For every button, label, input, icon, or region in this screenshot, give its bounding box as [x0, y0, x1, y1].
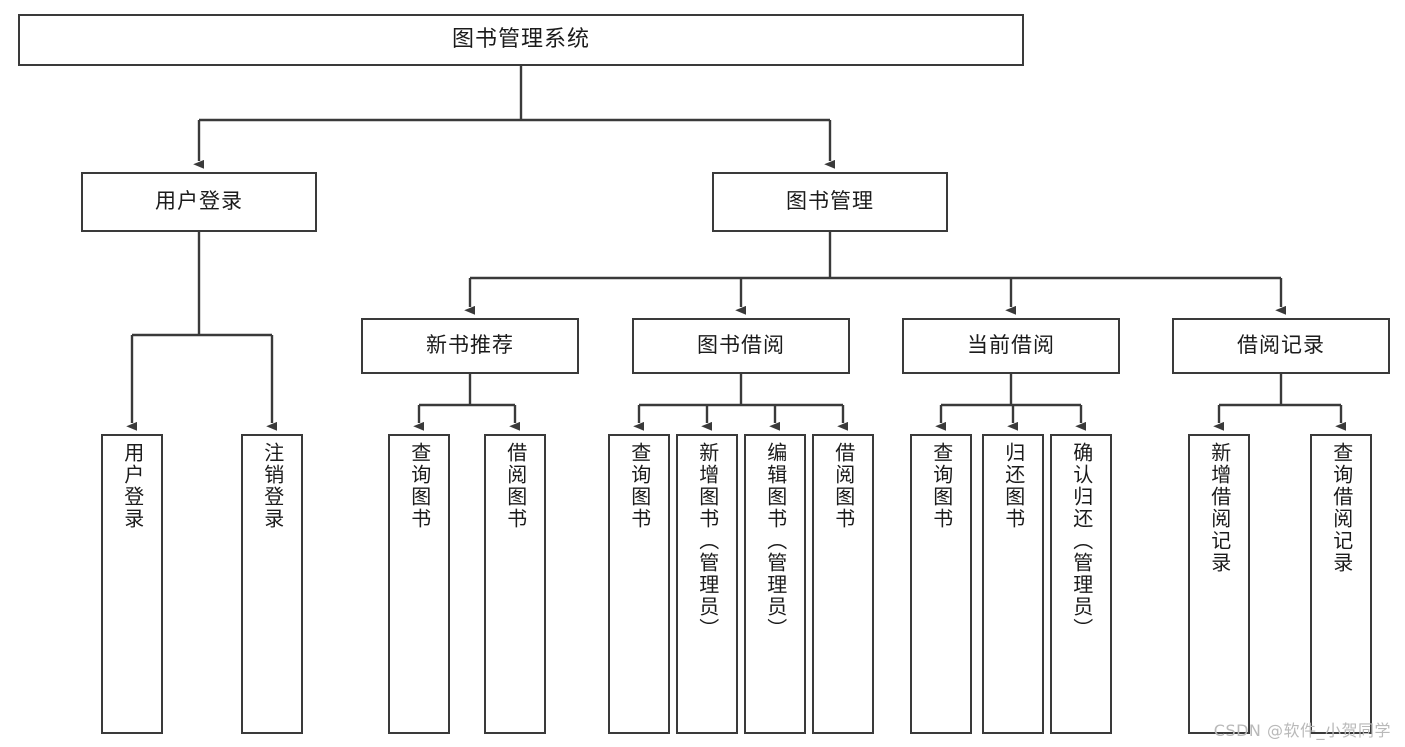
node-label: 新增图书（管理员） [695, 442, 720, 640]
node-label: 查询图书 [407, 442, 432, 530]
node-label: 图书管理 [786, 189, 874, 214]
node-label: 查询图书 [929, 442, 954, 530]
node-level3-1[interactable]: 图书借阅 [632, 318, 850, 374]
node-leaf-8[interactable]: 查询图书 [910, 434, 972, 734]
node-label: 归还图书 [1001, 442, 1026, 530]
node-leaf-12[interactable]: 查询借阅记录 [1310, 434, 1372, 734]
node-leaf-3[interactable]: 借阅图书 [484, 434, 546, 734]
node-level2-0[interactable]: 用户登录 [81, 172, 317, 232]
node-label: 新书推荐 [426, 333, 514, 358]
node-label: 用户登录 [120, 442, 145, 530]
node-root[interactable]: 图书管理系统 [18, 14, 1024, 66]
node-level3-2[interactable]: 当前借阅 [902, 318, 1120, 374]
node-label: 借阅图书 [503, 442, 528, 530]
node-label: 用户登录 [155, 189, 243, 214]
node-label: 编辑图书（管理员） [763, 442, 788, 640]
node-leaf-6[interactable]: 编辑图书（管理员） [744, 434, 806, 734]
node-label: 借阅记录 [1237, 333, 1325, 358]
node-label: 当前借阅 [967, 333, 1055, 358]
node-level3-3[interactable]: 借阅记录 [1172, 318, 1390, 374]
watermark: CSDN @软件_小贺同学 [1213, 721, 1391, 740]
node-level2-1[interactable]: 图书管理 [712, 172, 948, 232]
node-label: 查询借阅记录 [1329, 442, 1354, 574]
node-leaf-2[interactable]: 查询图书 [388, 434, 450, 734]
node-leaf-5[interactable]: 新增图书（管理员） [676, 434, 738, 734]
node-label: 新增借阅记录 [1207, 442, 1232, 574]
node-leaf-10[interactable]: 确认归还（管理员） [1050, 434, 1112, 734]
node-leaf-9[interactable]: 归还图书 [982, 434, 1044, 734]
node-label: 图书借阅 [697, 333, 785, 358]
node-level3-0[interactable]: 新书推荐 [361, 318, 579, 374]
node-leaf-1[interactable]: 注销登录 [241, 434, 303, 734]
node-label: 图书管理系统 [451, 26, 590, 52]
node-leaf-0[interactable]: 用户登录 [101, 434, 163, 734]
node-label: 确认归还（管理员） [1069, 442, 1094, 640]
node-label: 查询图书 [627, 442, 652, 530]
node-leaf-7[interactable]: 借阅图书 [812, 434, 874, 734]
node-label: 注销登录 [260, 442, 285, 530]
node-label: 借阅图书 [831, 442, 856, 530]
node-leaf-4[interactable]: 查询图书 [608, 434, 670, 734]
node-leaf-11[interactable]: 新增借阅记录 [1188, 434, 1250, 734]
